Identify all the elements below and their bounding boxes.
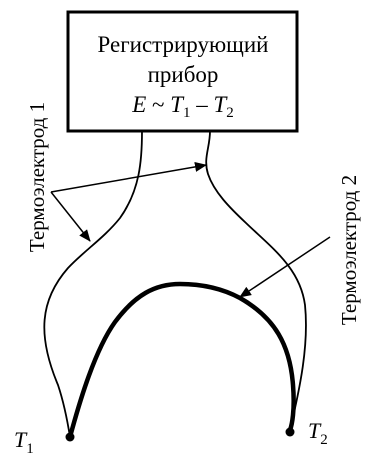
thermoelectrode-1-left-wire <box>43 130 143 438</box>
t1-subscript: 1 <box>26 441 34 456</box>
arrow-to-thick-wire <box>239 236 331 298</box>
formula-tilde: ~ <box>146 92 170 117</box>
formula-minus: – <box>191 92 214 117</box>
junction-t1-label: T1 <box>14 427 34 456</box>
formula-e: E <box>131 92 146 117</box>
formula-t1: T <box>170 92 185 117</box>
formula-sub1: 1 <box>183 105 191 121</box>
thermoelectrode-1-label: Термоэлектрод 1 <box>25 102 49 252</box>
t2-symbol: T <box>308 418 322 443</box>
arrow-to-right-wire <box>50 161 207 193</box>
junction-t2-point <box>285 427 295 437</box>
arrow-to-left-wire <box>50 191 91 242</box>
device-formula: E ~ T1 – T2 <box>131 92 234 121</box>
junction-t2-label: T2 <box>308 418 328 448</box>
junction-t1-point <box>65 432 75 442</box>
thermoelectrode-2-label: Термоэлектрод 2 <box>337 175 361 325</box>
device-title-line2: прибор <box>148 62 219 87</box>
formula-t2: T <box>214 92 229 117</box>
thermoelectrode-2-wire <box>67 281 296 440</box>
device-title-line1: Регистрирующий <box>98 32 269 57</box>
t1-symbol: T <box>14 427 28 452</box>
t2-subscript: 2 <box>320 432 328 448</box>
recording-device-box <box>66 10 299 133</box>
formula-sub2: 2 <box>226 105 234 121</box>
